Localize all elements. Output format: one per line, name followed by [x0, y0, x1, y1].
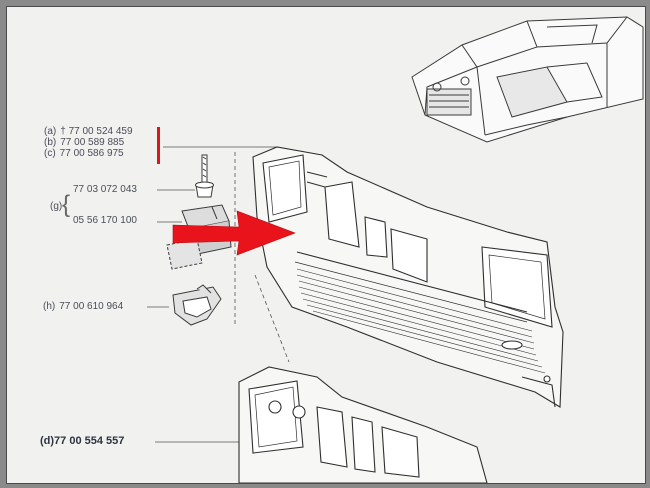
part-label-a: (a)† 77 00 524 459 [44, 126, 133, 137]
part-label-b: (b)77 00 589 885 [44, 137, 125, 148]
red-arrow-icon [172, 210, 296, 256]
front-panel-lower-illustration [238, 366, 488, 483]
part-label-c: (c)77 00 586 975 [44, 148, 124, 159]
front-panel-illustration [252, 146, 564, 408]
part-label-g-tag: (g) [50, 201, 63, 212]
car-body-illustration [411, 16, 644, 143]
highlight-bar [157, 127, 160, 164]
diagram-drawing [147, 16, 644, 483]
part-label-g-top: 77 03 072 043 [73, 184, 137, 195]
parts-diagram-page: (a)† 77 00 524 459 (b)77 00 589 885 (c)7… [6, 6, 646, 484]
rivet-icon [195, 154, 214, 198]
part-label-d: (d)77 00 554 557 [40, 435, 125, 447]
part-label-h: (h)77 00 610 964 [43, 301, 124, 312]
part-label-g-bottom: 05 56 170 100 [73, 215, 137, 226]
g-brace: { [62, 191, 71, 218]
bracket-clip-icon [172, 284, 222, 326]
